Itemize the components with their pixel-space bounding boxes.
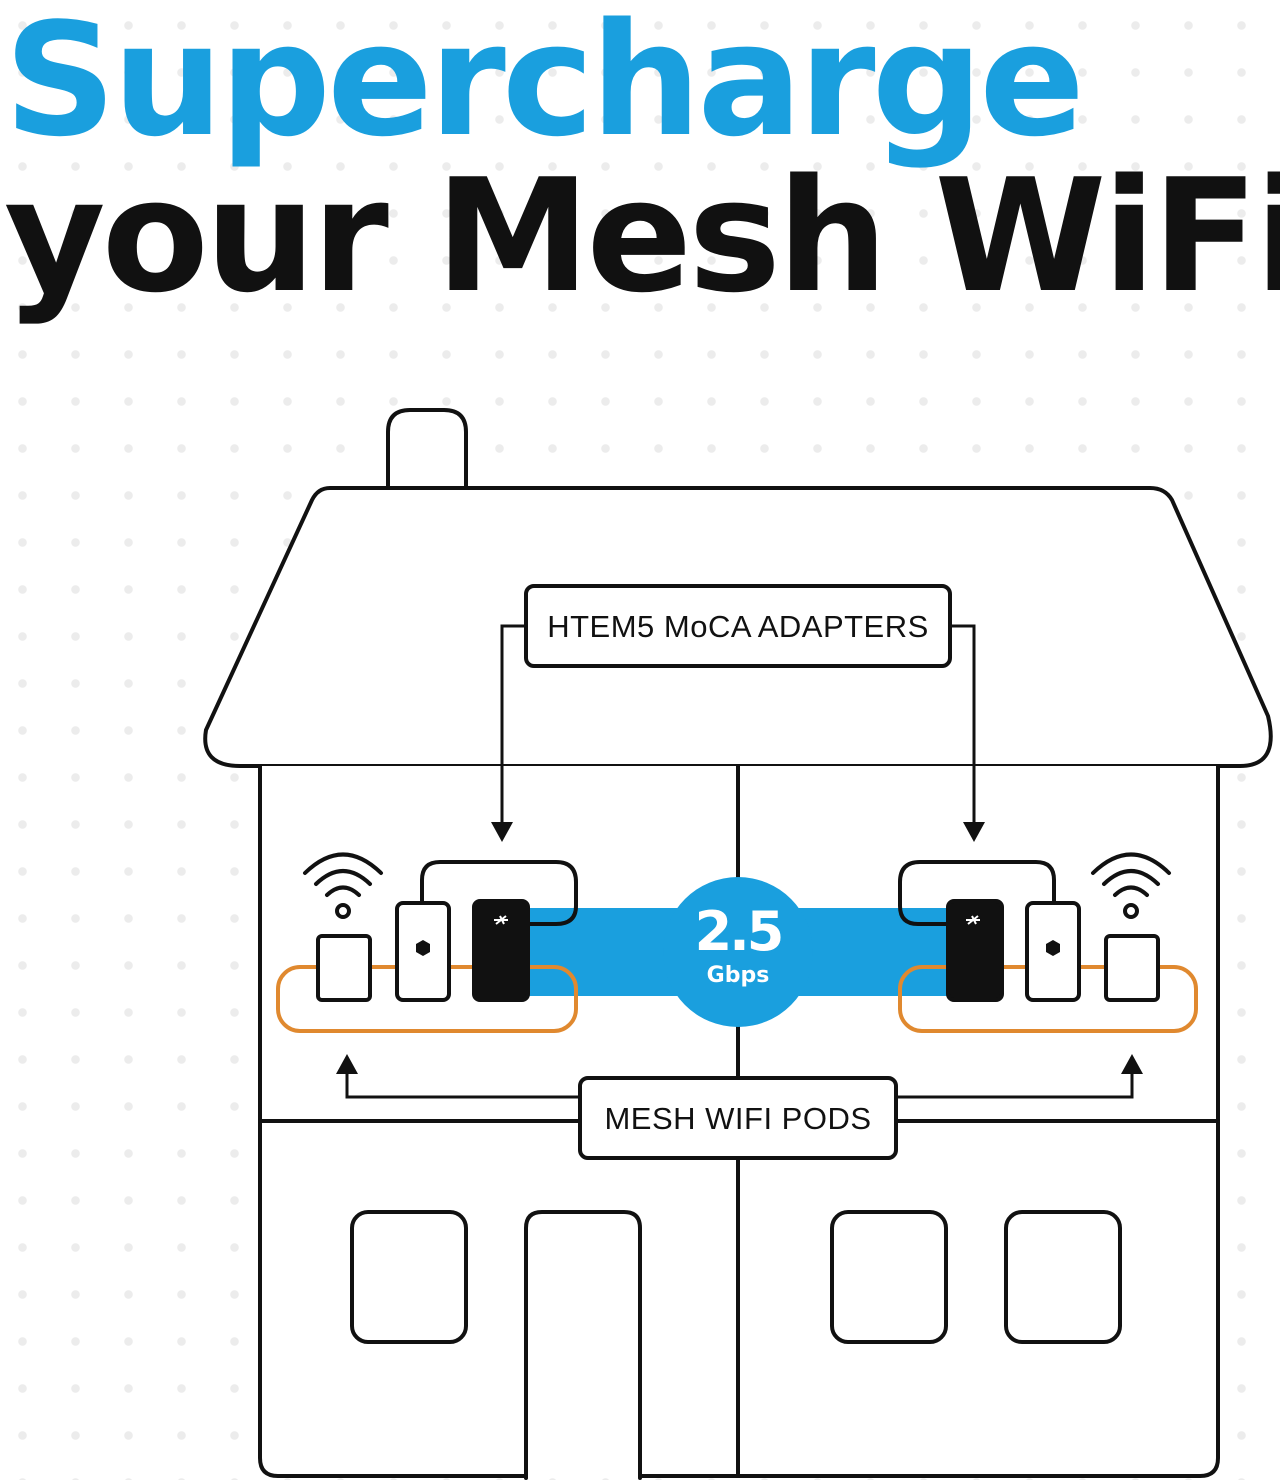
wifi-icon <box>1091 852 1171 919</box>
headline-line2: your Mesh WiFi <box>4 145 1280 327</box>
hexagon-icon <box>416 940 430 956</box>
wifi-icon <box>303 852 383 919</box>
window-right <box>1004 1210 1122 1344</box>
house-chimney <box>386 408 468 488</box>
window-center-right <box>830 1210 948 1344</box>
headline-line1: Supercharge <box>4 0 1085 171</box>
mesh-pod-left <box>316 934 372 1002</box>
moca-adapter-left <box>472 899 530 1002</box>
speed-value: 2.5 <box>695 900 782 963</box>
window-left <box>350 1210 468 1344</box>
logo-icon <box>494 915 508 925</box>
arrow-icon <box>1121 1054 1143 1074</box>
adapters-connector-right <box>950 624 976 822</box>
power-loop-left <box>420 860 578 926</box>
adapters-callout-box <box>524 584 952 668</box>
door-left <box>524 1210 642 1480</box>
pods-label: MESH WIFI PODS <box>604 1101 871 1136</box>
adapters-connector-left <box>500 624 526 822</box>
arrow-icon <box>963 822 985 842</box>
moca-adapter-right <box>946 899 1004 1002</box>
speed-unit: Gbps <box>707 963 770 988</box>
pods-connector-left <box>345 1072 580 1099</box>
speed-badge <box>663 877 813 1027</box>
adapters-label: HTEM5 MoCA ADAPTERS <box>547 609 929 644</box>
arrow-icon <box>336 1054 358 1074</box>
hexagon-icon <box>1046 940 1060 956</box>
pods-callout-box <box>578 1076 898 1160</box>
power-loop-right <box>898 860 1056 926</box>
pods-connector-right <box>896 1072 1134 1099</box>
mesh-pod-right <box>1104 934 1160 1002</box>
arrow-icon <box>491 822 513 842</box>
logo-icon <box>966 915 980 925</box>
